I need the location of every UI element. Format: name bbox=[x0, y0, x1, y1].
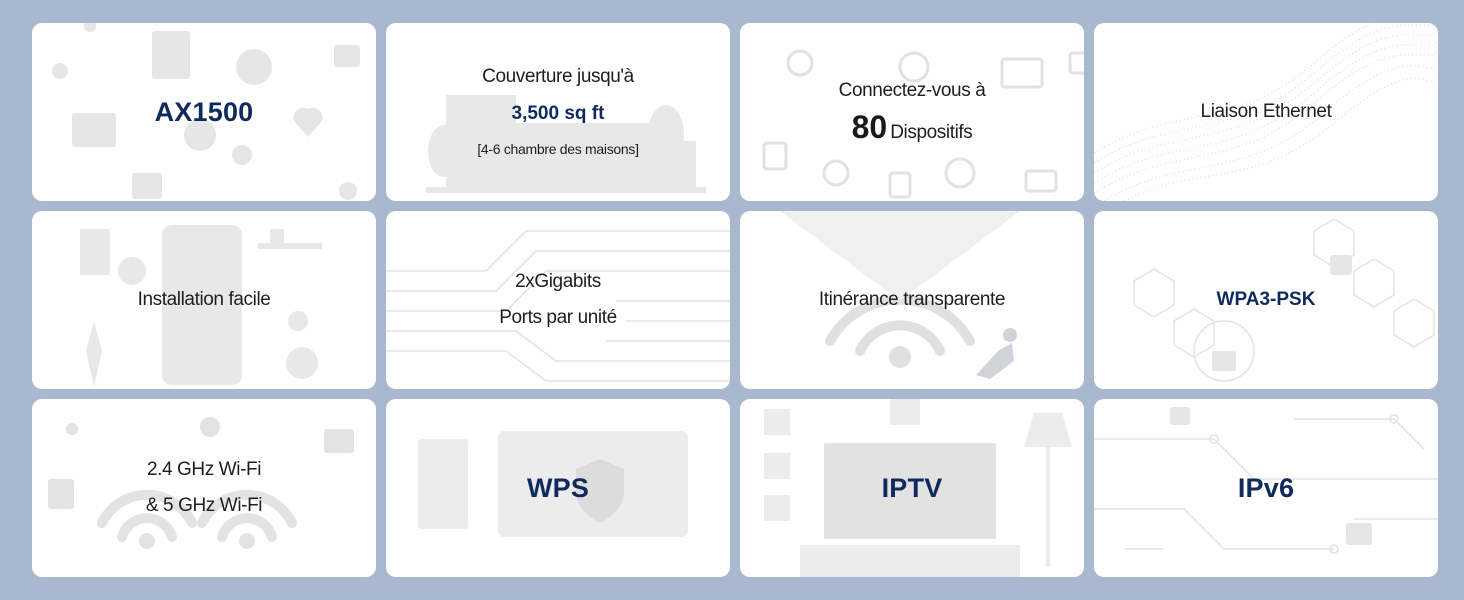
coverage-label: Couverture jusqu'à bbox=[482, 66, 634, 87]
feature-title: WPA3-PSK bbox=[1216, 289, 1316, 310]
coverage-value: 3,500 sq ft bbox=[511, 103, 605, 124]
card-iptv: IPTV bbox=[740, 399, 1084, 577]
card-installation: Installation facile bbox=[32, 211, 376, 389]
card-devices: Connectez-vous à 80 Dispositifs bbox=[740, 23, 1084, 201]
card-ipv6: IPv6 bbox=[1094, 399, 1438, 577]
card-wps: WPS bbox=[386, 399, 730, 577]
house-illustration bbox=[426, 95, 706, 193]
card-ethernet: Liaison Ethernet bbox=[1094, 23, 1438, 201]
feature-title: Itinérance transparente bbox=[818, 289, 1006, 310]
feature-title: AX1500 bbox=[154, 96, 254, 127]
card-gigabit-ports: 2xGigabits Ports par unité bbox=[386, 211, 730, 389]
wifi-roaming-illustration bbox=[780, 211, 1020, 379]
devices-count: 80 bbox=[851, 109, 888, 145]
wifi-line2: & 5 GHz Wi-Fi bbox=[145, 495, 263, 516]
network-lock-illustration bbox=[1094, 407, 1438, 554]
devices-illustration bbox=[762, 49, 1084, 199]
tv-room-illustration bbox=[764, 399, 1072, 577]
gigabit-line2: Ports par unité bbox=[499, 307, 617, 328]
security-hexagons-illustration bbox=[1133, 218, 1435, 382]
feature-grid: AX1500 Couverture jusqu'à 3,500 sq ft [4… bbox=[32, 23, 1438, 577]
feature-title: WPS bbox=[526, 472, 590, 503]
card-roaming: Itinérance transparente bbox=[740, 211, 1084, 389]
coverage-note: [4-6 chambre des maisons] bbox=[477, 141, 639, 157]
circuit-lines-illustration bbox=[386, 230, 730, 382]
devices-label: Connectez-vous à bbox=[838, 80, 986, 101]
app-icons-illustration bbox=[52, 23, 360, 200]
wps-screen-illustration bbox=[418, 431, 688, 537]
feature-title: IPv6 bbox=[1237, 472, 1295, 503]
card-wpa3: WPA3-PSK bbox=[1094, 211, 1438, 389]
card-coverage: Couverture jusqu'à 3,500 sq ft [4-6 cham… bbox=[386, 23, 730, 201]
feature-title: Installation facile bbox=[137, 289, 271, 310]
feature-title: Liaison Ethernet bbox=[1200, 101, 1332, 122]
card-ax1500: AX1500 bbox=[32, 23, 376, 201]
phone-setup-illustration bbox=[80, 225, 322, 387]
devices-count-row: 80 Dispositifs bbox=[852, 109, 973, 151]
wifi-line1: 2.4 GHz Wi-Fi bbox=[146, 459, 262, 480]
dual-wifi-illustration bbox=[48, 417, 354, 549]
wave-mesh-illustration bbox=[1094, 23, 1438, 201]
card-dual-band-wifi: 2.4 GHz Wi-Fi & 5 GHz Wi-Fi bbox=[32, 399, 376, 577]
feature-title: IPTV bbox=[881, 472, 943, 503]
gigabit-line1: 2xGigabits bbox=[515, 271, 601, 292]
devices-unit: Dispositifs bbox=[890, 122, 973, 143]
